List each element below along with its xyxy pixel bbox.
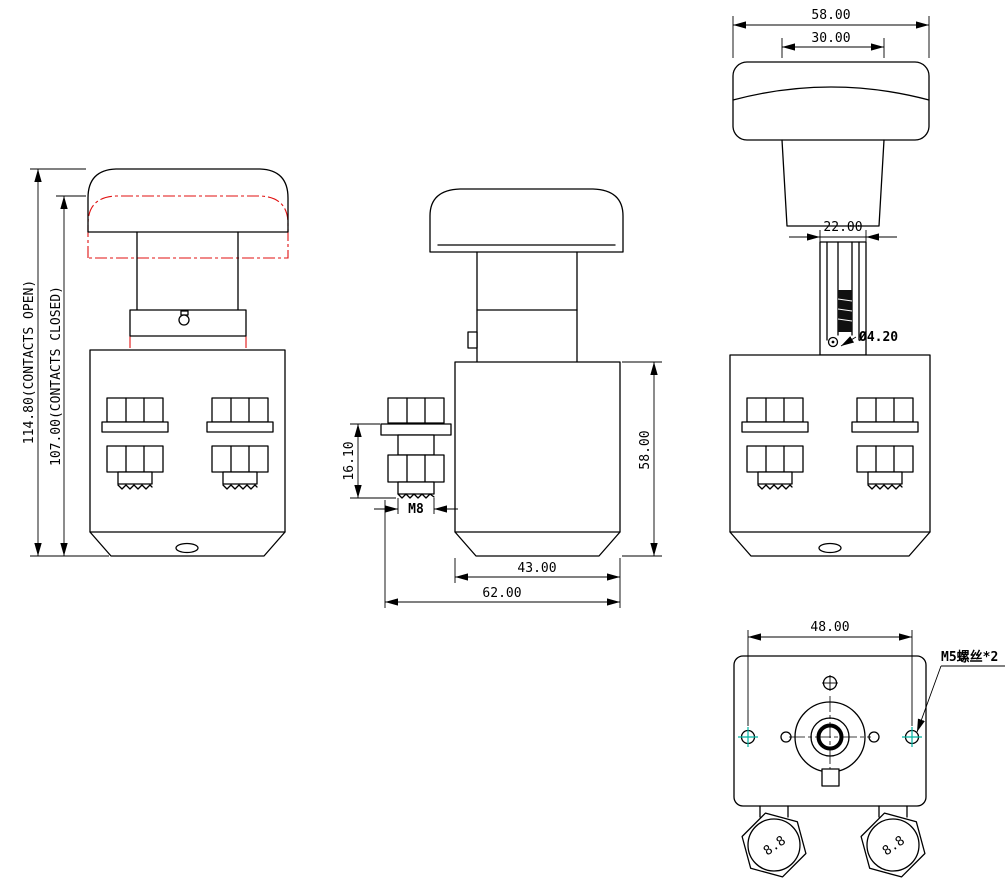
- dim-height-contacts-open: 114.80(CONTACTS OPEN): [22, 280, 37, 444]
- dim-body-height: 58.00: [638, 430, 653, 469]
- stem-trapezoid: [781, 139, 885, 227]
- side-view-dimensions: 16.10 M8 58.00 43.00 62.00: [342, 361, 662, 608]
- mushroom-cap: [87, 168, 289, 233]
- mount-screw-note: M5螺丝*2: [941, 649, 998, 665]
- dim-height-contacts-closed: 107.00(CONTACTS CLOSED): [49, 286, 64, 466]
- bottom-view: 48.00 M5螺丝*2 8.8: [733, 620, 1005, 878]
- front-view: [87, 168, 289, 557]
- key-slot: [821, 768, 840, 787]
- switch-body-back: [729, 354, 931, 533]
- switch-body: [89, 349, 286, 533]
- switch-body-side: [454, 361, 621, 533]
- hex-bolt-left: 8.8: [741, 812, 807, 878]
- terminal-bolt-side: [380, 397, 452, 499]
- top-view: 58.00 30.00: [732, 8, 930, 227]
- front-view-dimensions: 114.80(CONTACTS OPEN) 107.00(CONTACTS CL…: [22, 168, 109, 557]
- hex-bolt-right: 8.8: [860, 812, 926, 878]
- phantom-cap-pressed: [87, 195, 289, 259]
- dim-stem-width-back: 22.00: [823, 220, 862, 235]
- back-view: 22.00 Ø4.20: [729, 220, 931, 557]
- shaft-bore: [816, 723, 844, 751]
- cap-top-outline: [732, 61, 930, 141]
- dim-overall-width: 62.00: [482, 586, 521, 601]
- dim-mount-hole-spacing: 48.00: [810, 620, 849, 635]
- dim-pin-hole-label: Ø4.20: [858, 330, 898, 345]
- dim-terminal-stack: 16.10: [342, 441, 357, 480]
- base-hole: [175, 542, 199, 554]
- dim-stem-width-top: 30.00: [811, 31, 850, 46]
- dim-body-width: 43.00: [517, 561, 556, 576]
- side-view: [380, 188, 624, 557]
- mushroom-cap-side: [429, 188, 624, 253]
- thread-spec-label: M8: [408, 502, 424, 517]
- dim-cap-width: 58.00: [811, 8, 850, 23]
- stem-latch: [467, 331, 478, 349]
